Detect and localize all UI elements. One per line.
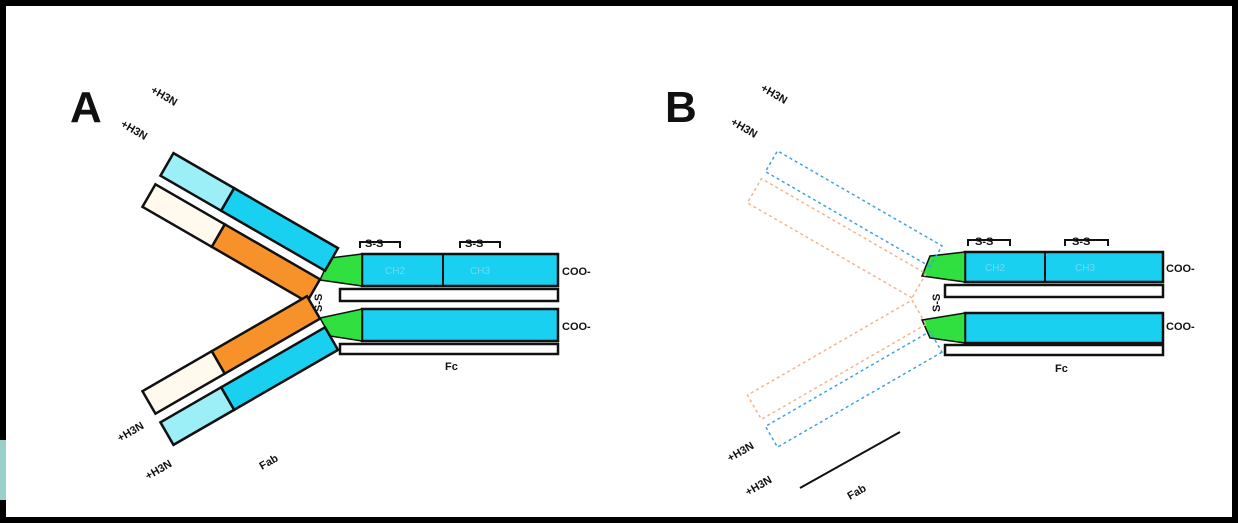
ss-bracket-1: [359, 241, 401, 248]
fc-band-lower: [338, 342, 560, 356]
light-chain-vl: [140, 182, 227, 249]
hinge-ss-label: S-S: [931, 294, 943, 312]
ch2-domain-label: CH2: [385, 266, 405, 277]
ch3-domain-label: CH3: [470, 266, 490, 277]
heavy-chain-fc-lower: [963, 311, 1165, 345]
ss-bracket-1: [967, 239, 1011, 246]
fc-label: Fc: [445, 361, 458, 373]
panel-b-letter: B: [665, 83, 697, 132]
ch3-domain-label: CH3: [1075, 263, 1095, 274]
edge-artifact: [0, 440, 6, 500]
light-chain-vl: [140, 349, 227, 416]
heavy-chain-fc-upper: [360, 252, 560, 288]
heavy-chain-fc-lower: [360, 307, 560, 343]
c-terminus-label-lower: COO-: [562, 321, 591, 333]
ch2-domain-label: CH2: [985, 263, 1005, 274]
panel-a-letter: A: [70, 83, 102, 132]
ss-bracket-2: [459, 241, 501, 248]
panel-a-fab-upper: [140, 151, 340, 304]
panel-a: A CH2 CH3 COO- COO- S-S S-S Fc S-S: [70, 83, 591, 483]
ghost-light-chain: [746, 177, 928, 299]
heavy-chain-fc-upper: [963, 250, 1165, 284]
fc-band-lower: [943, 343, 1165, 357]
hinge-upper: [920, 251, 966, 283]
heavy-chain-vh: [158, 151, 236, 213]
heavy-ss-label-2: S-S: [1072, 236, 1090, 248]
hinge-ss-label: S-S: [313, 294, 325, 312]
heavy-chain-vh: [158, 385, 236, 447]
fc-band-upper: [338, 287, 560, 303]
c-terminus-label-lower: COO-: [1166, 321, 1195, 333]
panel-a-fab-lower: [140, 294, 340, 447]
heavy-ss-label-2: S-S: [465, 238, 483, 250]
heavy-ss-label-1: S-S: [365, 238, 383, 250]
ss-bracket-2: [1064, 239, 1109, 246]
fab-bracket: [799, 431, 901, 489]
fc-label: Fc: [1055, 363, 1068, 375]
panel-a-fc: CH2 CH3 COO- COO- S-S S-S Fc: [338, 238, 591, 373]
c-terminus-label-upper: COO-: [562, 266, 591, 278]
fc-band-upper: [943, 283, 1165, 299]
heavy-ss-label-1: S-S: [975, 236, 993, 248]
c-terminus-label-upper: COO-: [1166, 263, 1195, 275]
